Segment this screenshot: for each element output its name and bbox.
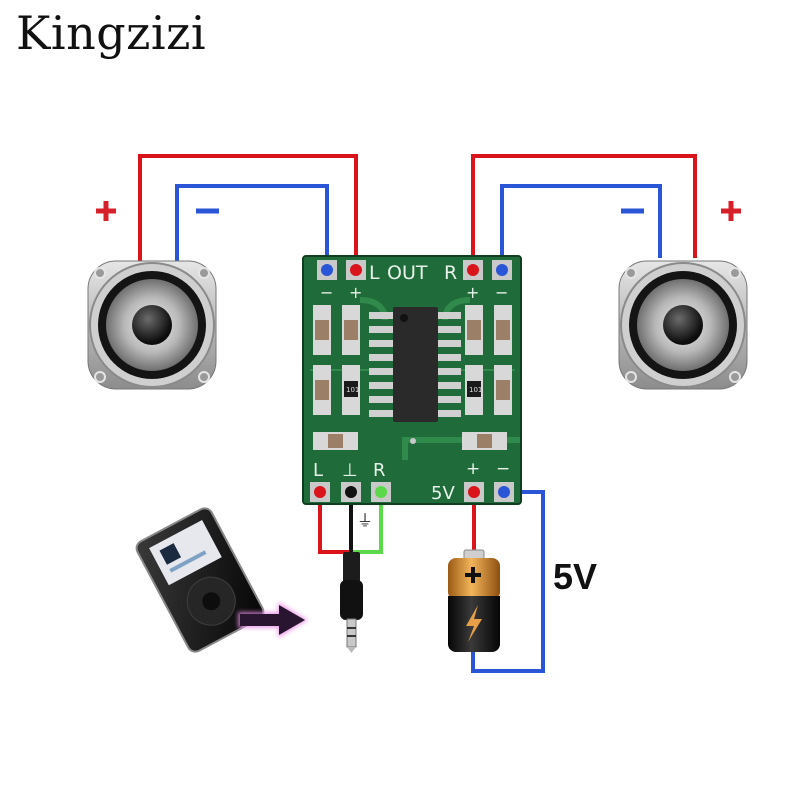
- label-out-R: R: [444, 262, 457, 284]
- wire-right-speaker-positive: [471, 154, 697, 270]
- amplifier-ic-chip: [369, 307, 461, 422]
- pad-power-negative: [494, 482, 514, 502]
- label-input-R: R: [373, 460, 386, 481]
- label-power-5v: 5V: [431, 483, 455, 504]
- arrow-right-icon: [238, 602, 308, 638]
- wire-left-speaker-positive: [138, 154, 358, 270]
- wire-input-left: [318, 492, 352, 554]
- label-input-ground: ⊥: [342, 460, 358, 481]
- amplifier-board: L OUT R − + + − 101 101: [302, 255, 522, 505]
- label-power-plus: +: [466, 459, 480, 479]
- pad-left-out-positive: [346, 260, 366, 280]
- pad-left-out-negative: [317, 260, 337, 280]
- wire-input-right: [352, 492, 383, 554]
- pad-sign-3: +: [466, 283, 479, 302]
- pad-sign-1: −: [320, 283, 333, 302]
- smd-components-bottom: [313, 432, 507, 450]
- audio-jack-icon: [340, 552, 363, 653]
- label-out: OUT: [387, 262, 428, 284]
- supply-voltage-label: 5V: [553, 556, 598, 597]
- pad-power-positive: [464, 482, 484, 502]
- mp3-player-icon: [135, 507, 265, 653]
- resistor-code-left: 101: [346, 386, 359, 394]
- wire-power-negative: [471, 490, 545, 673]
- wire-left-speaker-negative: [175, 184, 329, 270]
- smd-components-left: 101: [313, 305, 360, 415]
- label-power-minus: −: [496, 459, 510, 479]
- brand-logo: Kingzizi: [16, 6, 207, 60]
- label-input-L: L: [313, 460, 323, 481]
- right-plus-sign: [721, 201, 741, 221]
- pad-input-ground: [341, 482, 361, 502]
- speaker-right-icon: [618, 260, 748, 390]
- label-out-L: L: [369, 262, 380, 284]
- wire-right-speaker-negative: [500, 184, 662, 270]
- smd-components-right: 101: [465, 305, 512, 415]
- pad-input-left: [310, 482, 330, 502]
- pad-sign-4: −: [495, 283, 508, 302]
- pad-right-out-positive: [463, 260, 483, 280]
- speaker-left-icon: [87, 260, 217, 390]
- battery-icon: [448, 549, 500, 652]
- pad-right-out-negative: [492, 260, 512, 280]
- left-plus-sign: [96, 201, 116, 221]
- ground-symbol: ⏚: [357, 511, 373, 530]
- pad-sign-2: +: [349, 283, 362, 302]
- resistor-code-right: 101: [469, 386, 482, 394]
- pad-input-right: [371, 482, 391, 502]
